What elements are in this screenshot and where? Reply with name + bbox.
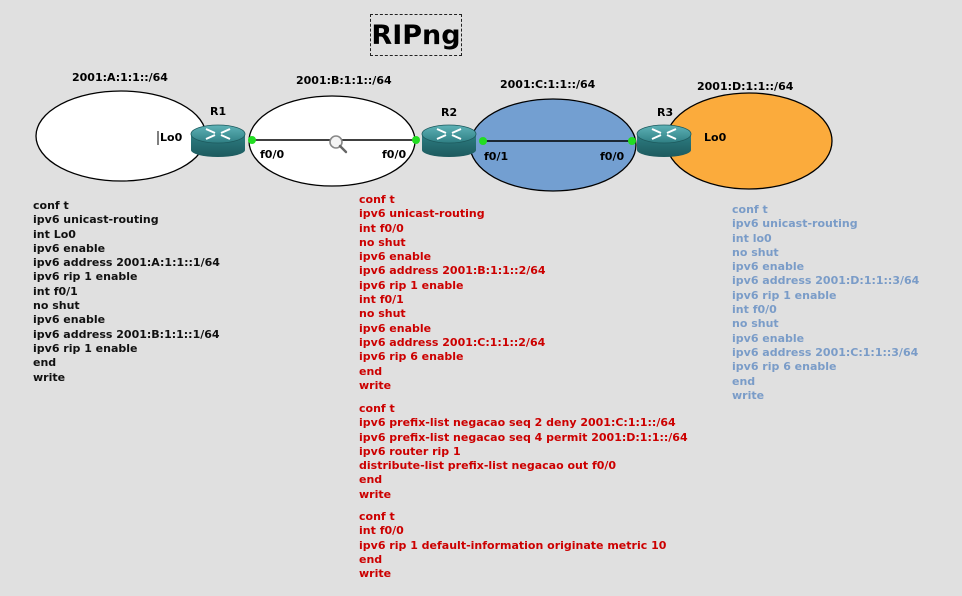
config-line: write: [359, 378, 392, 392]
r2-config-block-2: conf t ipv6 prefix-list negacao seq 2 de…: [359, 402, 688, 502]
magnifier-icon[interactable]: [329, 135, 348, 154]
config-line: ipv6 enable: [33, 241, 106, 255]
diagram-title: RIPng: [370, 14, 462, 56]
r2-f00-label: f0/0: [382, 148, 407, 161]
config-line: int f0/1: [359, 293, 404, 307]
config-line: distribute-list prefix-list negacao out …: [359, 459, 617, 473]
config-line: ipv6 enable: [359, 321, 432, 335]
router-icon[interactable]: [636, 124, 692, 157]
config-line: end: [359, 473, 383, 487]
config-line: ipv6 address 2001:A:1:1::1/64: [33, 256, 220, 270]
config-line: end: [732, 374, 756, 388]
config-line: ipv6 enable: [732, 260, 805, 274]
config-line: ipv6 unicast-routing: [33, 213, 159, 227]
config-line: ipv6 router rip 1: [359, 444, 461, 458]
router-icon[interactable]: [190, 124, 246, 157]
r1-config-block: conf t ipv6 unicast-routing int Lo0 ipv6…: [33, 199, 220, 385]
link-dot: [412, 136, 420, 144]
config-line: ipv6 enable: [359, 250, 432, 264]
router-icon[interactable]: [421, 124, 477, 157]
config-line: ipv6 rip 6 enable: [732, 360, 837, 374]
config-line: no shut: [732, 245, 779, 259]
r1-lo0-label: Lo0: [160, 131, 183, 144]
config-line: ipv6 rip 1 enable: [359, 278, 464, 292]
r2-config-block-1: conf t ipv6 unicast-routing int f0/0 no …: [359, 193, 546, 393]
config-line: ipv6 address 2001:D:1:1::3/64: [732, 274, 920, 288]
config-line: ipv6 address 2001:B:1:1::2/64: [359, 264, 546, 278]
config-line: write: [359, 567, 392, 581]
config-line: ipv6 unicast-routing: [359, 207, 485, 221]
config-line: int f0/0: [359, 221, 404, 235]
config-line: conf t: [359, 510, 395, 523]
config-line: ipv6 rip 1 default-information originate…: [359, 538, 667, 552]
config-line: ipv6 rip 1 enable: [33, 270, 138, 284]
config-line: int Lo0: [33, 227, 76, 241]
config-line: conf t: [732, 203, 768, 216]
config-line: ipv6 address 2001:C:1:1::3/64: [732, 345, 919, 359]
config-line: ipv6 rip 1 enable: [33, 341, 138, 355]
r3-config-block: conf t ipv6 unicast-routing int lo0 no s…: [732, 203, 919, 403]
config-line: int f0/1: [33, 284, 78, 298]
config-line: ipv6 address 2001:C:1:1::2/64: [359, 335, 546, 349]
router-r3-label: R3: [657, 106, 674, 119]
config-line: no shut: [359, 235, 406, 249]
link-dot: [479, 137, 487, 145]
router-r2-label: R2: [441, 106, 458, 119]
config-line: ipv6 prefix-list negacao seq 2 deny 2001…: [359, 416, 676, 430]
config-line: end: [359, 552, 383, 566]
config-line: write: [33, 370, 66, 384]
router-r1-label: R1: [210, 105, 227, 118]
config-line: ipv6 rip 6 enable: [359, 350, 464, 364]
network-c-ellipse: [469, 98, 637, 192]
config-line: no shut: [732, 317, 779, 331]
config-line: ipv6 prefix-list negacao seq 4 permit 20…: [359, 430, 688, 444]
config-line: write: [732, 388, 765, 402]
config-line: int f0/0: [359, 524, 404, 538]
r3-lo0-label: Lo0: [704, 131, 727, 144]
r3-f00-label: f0/0: [600, 150, 625, 163]
config-line: ipv6 unicast-routing: [732, 217, 858, 231]
config-line: ipv6 rip 1 enable: [732, 288, 837, 302]
config-line: end: [33, 356, 57, 370]
config-line: ipv6 enable: [732, 331, 805, 345]
config-line: ipv6 enable: [33, 313, 106, 327]
link-dot: [628, 137, 636, 145]
config-line: conf t: [359, 193, 395, 206]
config-line: no shut: [359, 307, 406, 321]
config-line: conf t: [33, 199, 69, 212]
r2-f01-label: f0/1: [484, 150, 509, 163]
r1-f00-label: f0/0: [260, 148, 285, 161]
r2-config-block-3: conf t int f0/0 ipv6 rip 1 default-infor…: [359, 510, 666, 581]
config-line: conf t: [359, 402, 395, 415]
network-d-label: 2001:D:1:1::/64: [697, 80, 794, 93]
config-line: int f0/0: [732, 303, 777, 317]
config-line: end: [359, 364, 383, 378]
network-b-label: 2001:B:1:1::/64: [296, 74, 392, 87]
config-line: no shut: [33, 299, 80, 313]
link-dot: [248, 136, 256, 144]
config-line: ipv6 address 2001:B:1:1::1/64: [33, 327, 220, 341]
network-c-label: 2001:C:1:1::/64: [500, 78, 596, 91]
config-line: int lo0: [732, 231, 772, 245]
config-line: write: [359, 487, 392, 501]
network-a-label: 2001:A:1:1::/64: [72, 71, 168, 84]
